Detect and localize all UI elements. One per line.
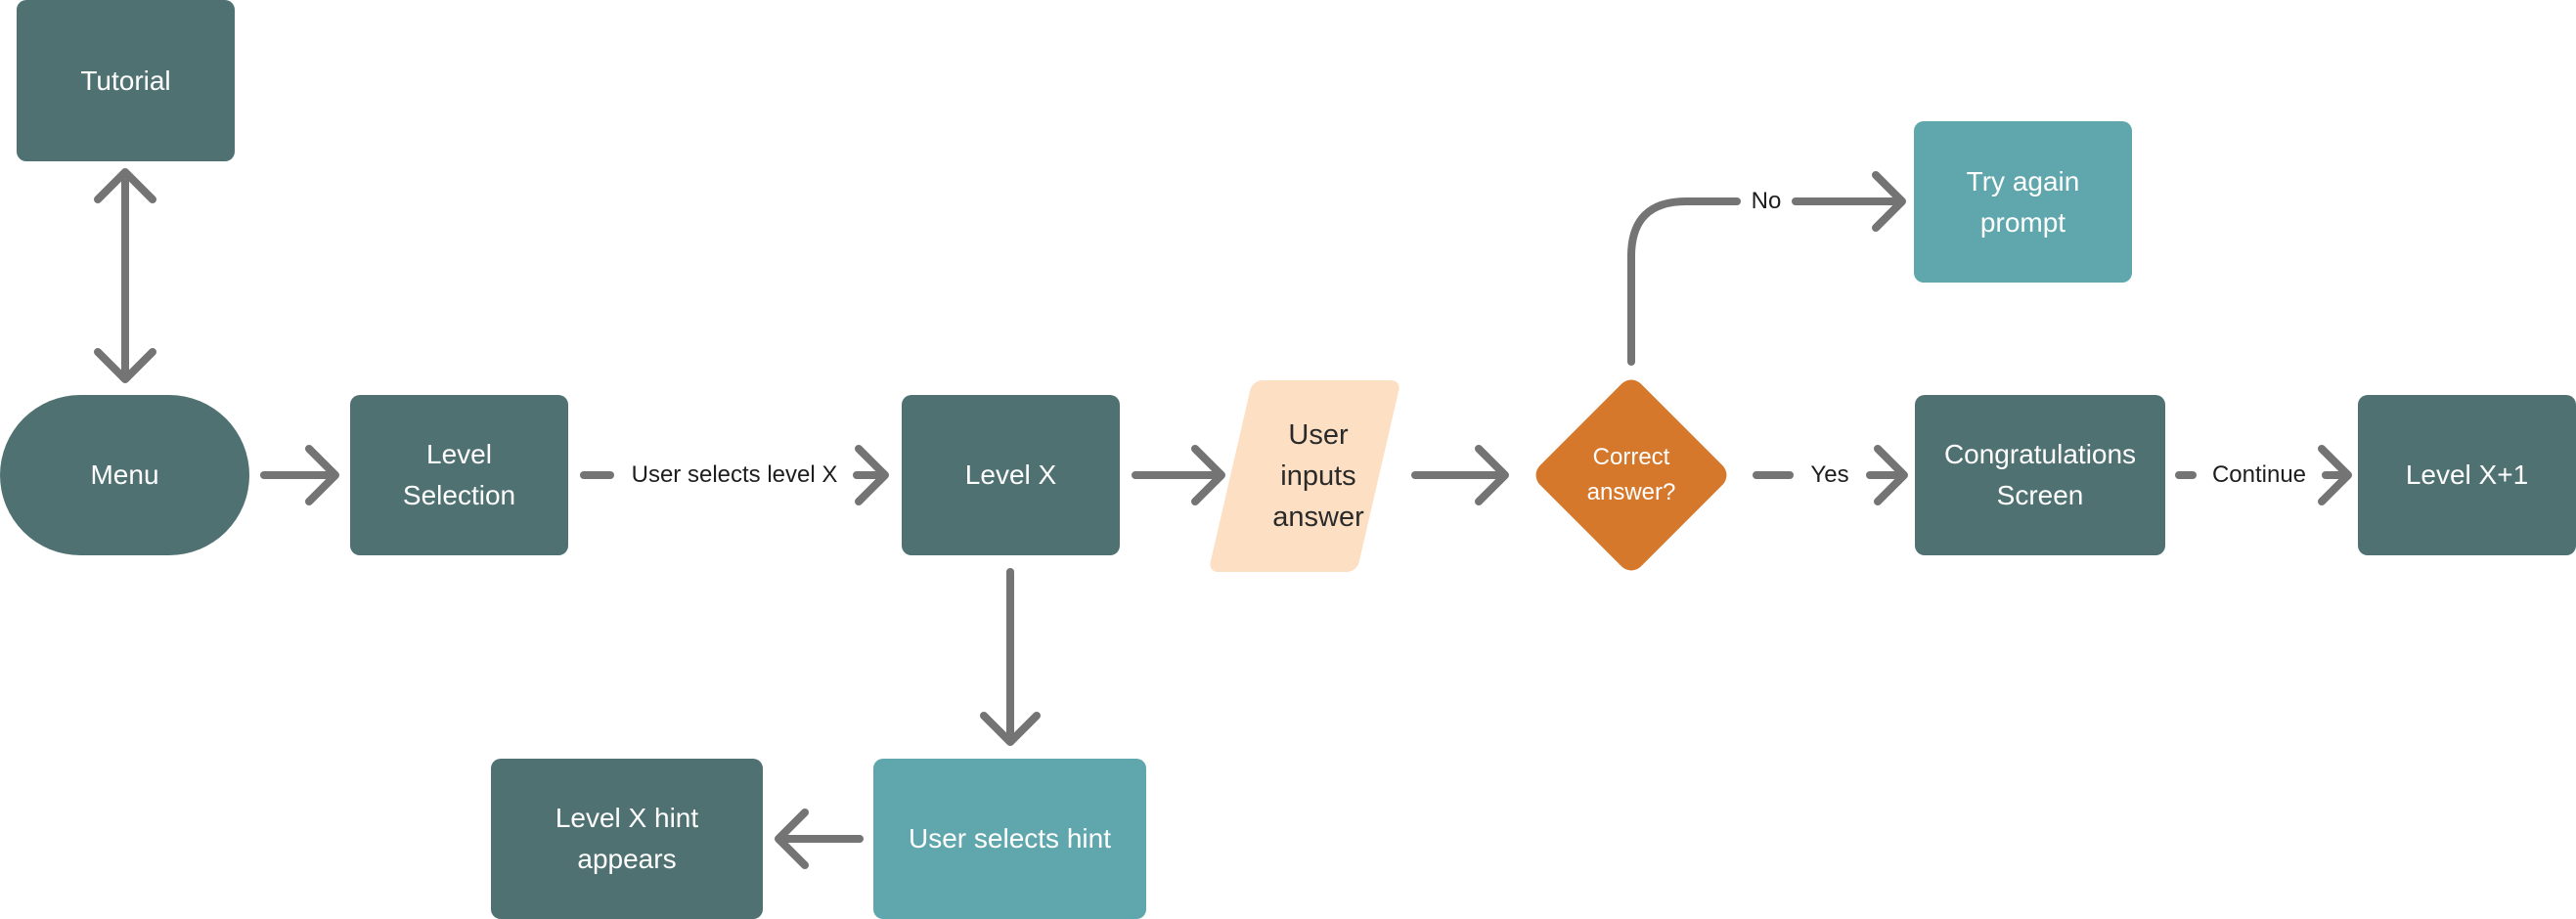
connector-decision-tryagain xyxy=(1627,197,1741,366)
user-selects-hint-label: User selects hint xyxy=(909,823,1111,853)
arrowhead-down-menu xyxy=(94,348,156,383)
congratulations-node[interactable]: Congratulations Screen xyxy=(1915,395,2165,555)
arrowhead-hint xyxy=(980,712,1041,746)
arrowhead-levelx xyxy=(855,445,889,505)
correct-answer-decision[interactable]: Correct answer? xyxy=(1518,373,1745,577)
level-next-label: Level X+1 xyxy=(2405,460,2529,490)
arrowhead-levelnext xyxy=(2318,445,2352,505)
correct-answer-label: Correct answer? xyxy=(1586,444,1676,505)
user-inputs-answer-node[interactable]: User inputs answer xyxy=(1208,380,1428,572)
try-again-node[interactable]: Try again prompt xyxy=(1914,121,2132,283)
level-next-node[interactable]: Level X+1 xyxy=(2358,395,2576,555)
tutorial-label: Tutorial xyxy=(80,65,171,96)
arrowhead-decision xyxy=(1475,445,1509,505)
level-x-node[interactable]: Level X xyxy=(902,395,1120,555)
try-again-label: Try again prompt xyxy=(1966,165,2080,238)
menu-node[interactable]: Menu xyxy=(0,395,249,555)
tutorial-node[interactable]: Tutorial xyxy=(17,0,235,161)
hint-appears-node[interactable]: Level X hint appears xyxy=(491,759,763,919)
arrowhead-congrats xyxy=(1874,445,1908,505)
user-inputs-answer-label: User inputs answer xyxy=(1272,419,1364,533)
arrowhead-userinputs xyxy=(1191,445,1225,505)
edge-label-no: No xyxy=(1745,187,1788,216)
arrowhead-levelselection xyxy=(305,445,339,505)
level-selection-node[interactable]: Level Selection xyxy=(350,395,568,555)
edge-label-selects-level: User selects level X xyxy=(625,460,844,490)
level-x-label: Level X xyxy=(964,460,1057,490)
arrowhead-tryagain xyxy=(1872,171,1906,232)
level-selection-label: Level Selection xyxy=(402,439,516,510)
edge-label-continue: Continue xyxy=(2205,460,2313,490)
menu-label: Menu xyxy=(90,460,159,490)
congratulations-label: Congratulations Screen xyxy=(1943,439,2137,510)
edge-label-yes: Yes xyxy=(1804,460,1855,490)
user-selects-hint-node[interactable]: User selects hint xyxy=(873,759,1146,919)
hint-appears-label: Level X hint appears xyxy=(555,803,699,874)
arrowhead-up-tutorial xyxy=(94,168,156,203)
arrowhead-hintappears xyxy=(775,809,809,869)
